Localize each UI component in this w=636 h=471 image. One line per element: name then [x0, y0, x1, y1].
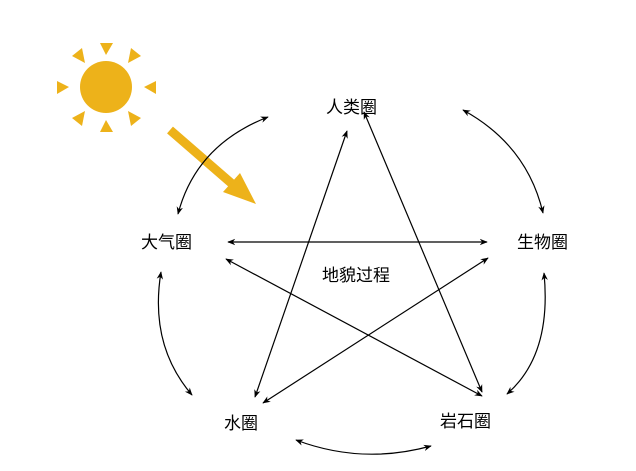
node-hydrosphere: 水圈	[224, 414, 258, 434]
edge-lithosphere-hydrosphere	[295, 439, 432, 455]
edge-hydrosphere-atmosphere	[156, 271, 193, 396]
node-lithosphere: 岩石圈	[440, 412, 491, 432]
edge-human-lithosphere	[363, 111, 483, 393]
node-atmosphere: 大气圈	[141, 233, 192, 253]
center-label: 地貌过程	[322, 266, 390, 286]
edge-human-biosphere	[462, 109, 545, 214]
outer-connections	[156, 109, 548, 455]
edge-atmosphere-human	[176, 116, 269, 215]
sun-icon	[57, 43, 156, 132]
edge-biosphere-hydrosphere	[262, 257, 489, 404]
star-connections	[225, 111, 489, 404]
edge-biosphere-lithosphere	[506, 272, 548, 395]
node-biosphere: 生物圈	[517, 233, 568, 253]
sun-ray-arrow-icon	[167, 126, 256, 204]
node-human: 人类圈	[326, 98, 377, 118]
